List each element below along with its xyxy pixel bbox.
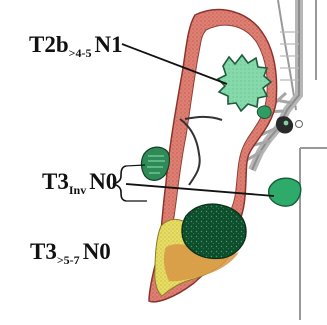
label-t3inv-main: T3 — [42, 169, 69, 194]
tumor-invasion-icon — [141, 147, 169, 180]
small-node-icon — [257, 106, 271, 119]
label-t3size-main: T3 — [30, 239, 57, 264]
label-t2b-sub: >4-5 — [69, 46, 92, 60]
label-t3size-sub: >5-7 — [57, 253, 80, 267]
white-node-icon — [296, 121, 303, 128]
label-t2b-main: T2b — [29, 32, 69, 57]
label-t3inv-sub: Inv — [69, 183, 86, 197]
label-t2b-tail: N1 — [94, 32, 122, 57]
lymph-node-icon — [269, 178, 301, 206]
hilar-node-center — [284, 121, 289, 126]
label-t3size-tail: N0 — [83, 239, 111, 264]
tumor-large-icon — [182, 204, 246, 258]
label-t3inv-tail: N0 — [89, 169, 117, 194]
